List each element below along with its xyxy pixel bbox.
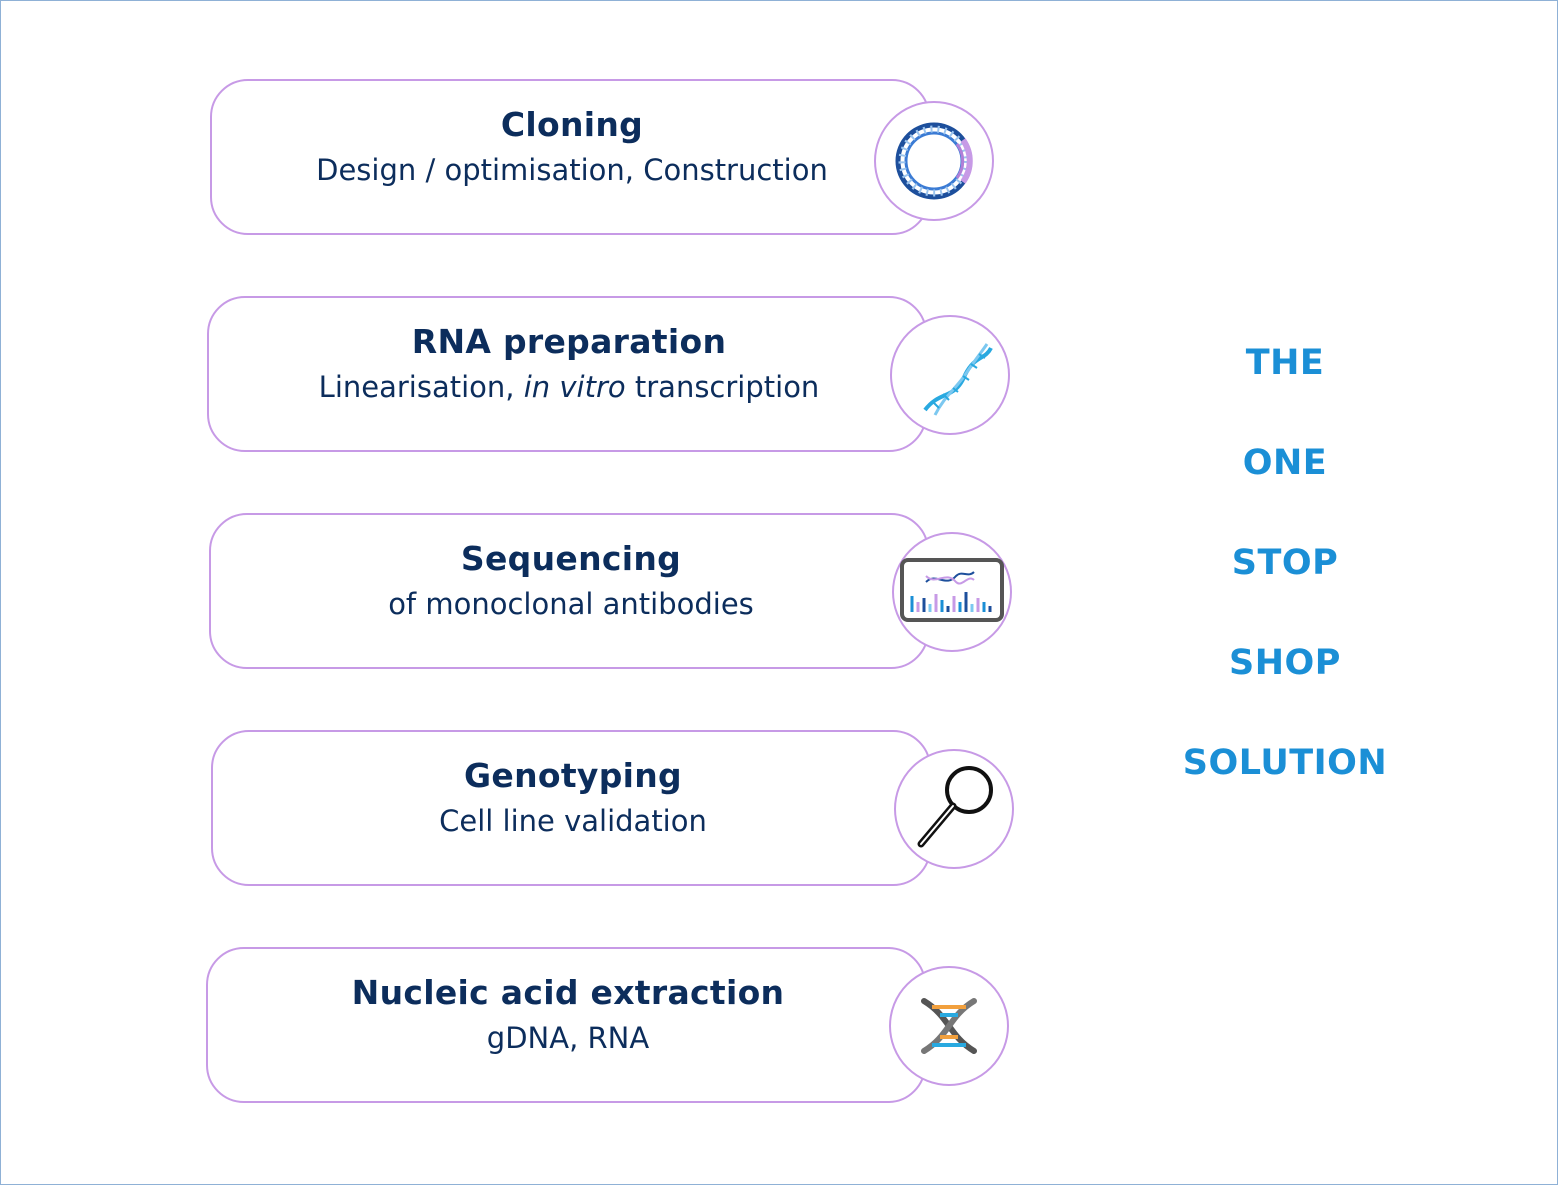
magnifying-glass-icon	[894, 749, 1014, 869]
rna-helix-icon	[890, 315, 1010, 435]
sequencing-monitor-icon	[892, 532, 1012, 652]
card-cloning: Cloning Design / optimisation, Construct…	[210, 79, 930, 235]
card-title: Nucleic acid extraction	[351, 973, 785, 1012]
tagline-word: STOP	[1231, 543, 1339, 583]
tagline-word: ONE	[1242, 443, 1328, 483]
card-title: RNA preparation	[411, 322, 727, 361]
card-genotyping: Genotyping Cell line validation	[211, 730, 931, 886]
card-sequencing: Sequencing of monoclonal antibodies	[209, 513, 929, 669]
plasmid-icon	[874, 101, 994, 221]
tagline-word: SHOP	[1229, 643, 1341, 683]
card-subtitle: gDNA, RNA	[486, 1021, 650, 1055]
card-subtitle: Design / optimisation, Construction	[316, 153, 828, 187]
card-title: Cloning	[500, 105, 644, 144]
card-rna-preparation: RNA preparation Linearisation, in vitro …	[207, 296, 927, 452]
card-subtitle: of monoclonal antibodies	[388, 587, 754, 621]
card-subtitle: Linearisation, in vitro transcription	[318, 370, 820, 404]
tagline-word: THE	[1245, 343, 1325, 383]
tagline-word: SOLUTION	[1182, 743, 1388, 783]
card-title: Genotyping	[464, 756, 682, 795]
card-title: Sequencing	[460, 539, 682, 578]
dna-helix-icon	[889, 966, 1009, 1086]
card-nucleic-acid-extraction: Nucleic acid extraction gDNA, RNA	[206, 947, 926, 1103]
card-subtitle: Cell line validation	[439, 804, 707, 838]
